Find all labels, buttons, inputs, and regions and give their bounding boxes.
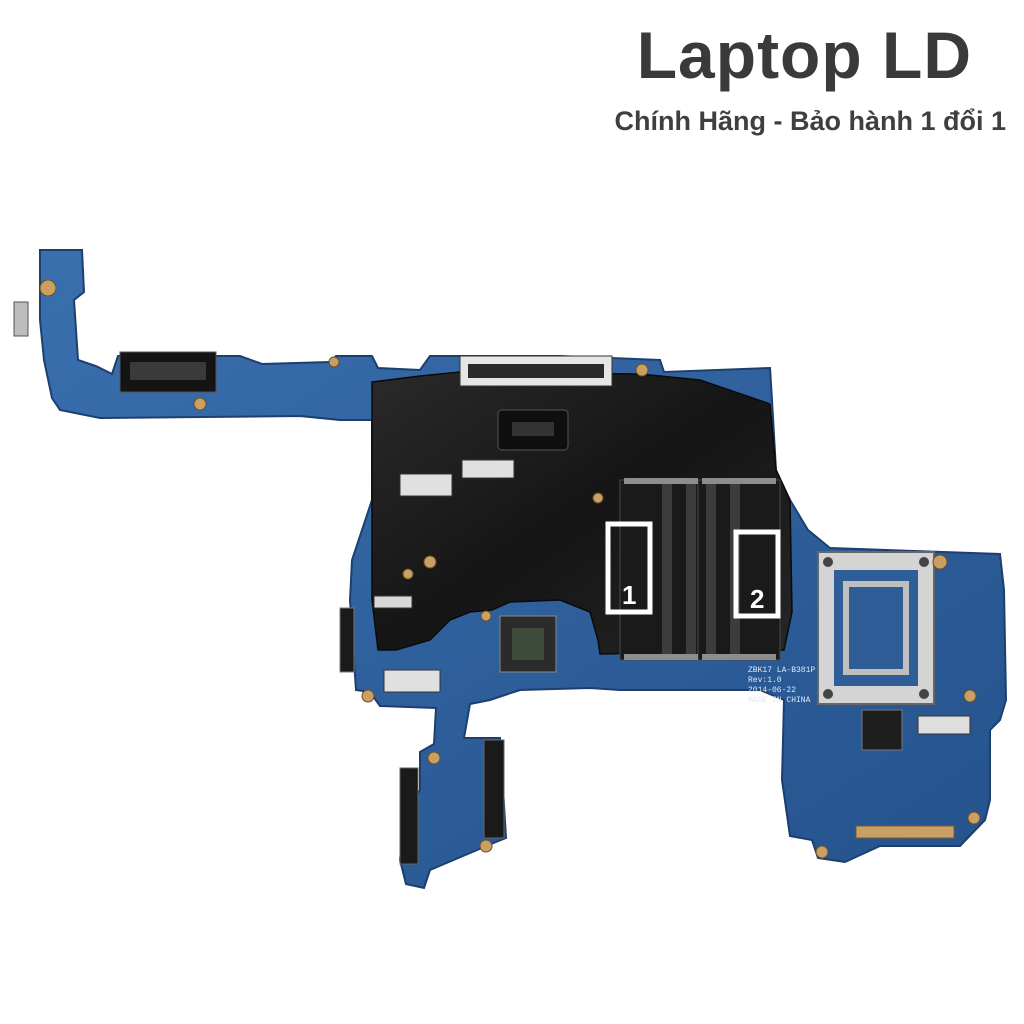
- power-connector: [497, 409, 569, 451]
- silk-model: ZBK17 LA-B381P: [748, 666, 815, 675]
- side-port: [339, 607, 355, 673]
- display-connector: [459, 355, 613, 387]
- silkscreen-text: ZBK17 LA-B381P Rev:1.0 2014-06-22 MADE I…: [748, 666, 815, 705]
- mini-pcie-slot-2: [461, 459, 515, 479]
- silk-rev: Rev:1.0: [748, 676, 782, 685]
- slot-number-1: 1: [622, 580, 636, 610]
- slot-number-2: 2: [750, 584, 764, 614]
- battery-connector: [119, 351, 217, 393]
- ribbon-connector: [373, 595, 413, 609]
- brand-title: Laptop LD: [636, 18, 972, 92]
- ribbon-connector-right: [917, 715, 971, 735]
- ram-slot-label-2: 2: [733, 529, 781, 619]
- mounting-holes: [39, 279, 981, 859]
- silk-origin: MADE IN CHINA: [748, 696, 811, 705]
- cpu-socket: [817, 551, 935, 705]
- pch-chip: [499, 615, 557, 673]
- mini-pcie-slot-1: [399, 473, 453, 497]
- ec-chip: [861, 709, 903, 751]
- brand-subtitle: Chính Hãng - Bảo hành 1 đổi 1: [614, 106, 1007, 136]
- silk-date: 2014-06-22: [748, 686, 796, 695]
- gold-contacts: [855, 825, 955, 839]
- ram-slots: [619, 478, 781, 661]
- ram-slot-label-1: 1: [605, 521, 653, 615]
- usb-port: [13, 301, 29, 337]
- sata-connector: [399, 739, 505, 865]
- mini-pcie-slot-3: [383, 669, 441, 693]
